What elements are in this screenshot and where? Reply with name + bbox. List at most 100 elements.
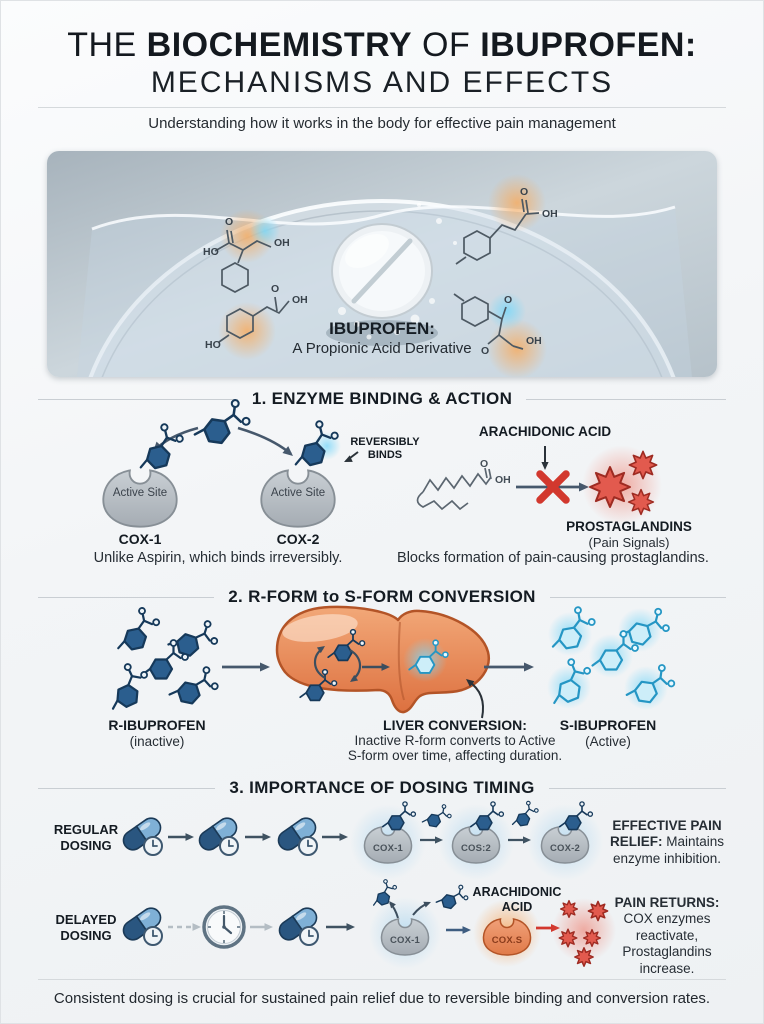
- water-surface: [91, 205, 676, 231]
- cox2-label: COX-2: [276, 531, 320, 547]
- pain-returns-body: COX enzymes reactivate, Prostaglandins i…: [622, 911, 712, 976]
- atom-label: O: [271, 283, 279, 295]
- pain-returns-text: PAIN RETURNS: COX enzymes reactivate, Pr…: [603, 895, 731, 977]
- title-part: OF: [412, 26, 481, 64]
- liver-icon: [275, 605, 491, 714]
- fatty-acid-oh-label: OH: [495, 474, 511, 486]
- r-ibuprofen-cluster: [97, 603, 224, 714]
- section1-diagram: [102, 393, 662, 528]
- atom-label: OH: [526, 335, 542, 347]
- reversibly-line1: REVERSIBLY: [350, 436, 420, 448]
- active-site-label: Active Site: [112, 487, 168, 499]
- pain-returns-bold: PAIN RETURNS:: [614, 895, 720, 910]
- pill-tablet: [326, 223, 438, 346]
- r-ibuprofen-sub: (inactive): [129, 734, 185, 749]
- hero-illustration: HO O OH HO O OH O OH O O OH IBUPROFEN: A…: [47, 151, 717, 377]
- hero-art: HO O OH HO O OH O OH O O OH: [47, 151, 717, 377]
- atom-label: O: [481, 345, 489, 357]
- divider-line: [38, 596, 215, 598]
- section1-header: 1. ENZYME BINDING & ACTION: [38, 389, 727, 409]
- divider-line: [548, 787, 726, 789]
- regular-label-line1: REGULAR: [53, 822, 119, 837]
- capsule-clock-icon: [274, 903, 322, 946]
- divider-line: [38, 787, 216, 789]
- prostaglandin-icon: [627, 488, 655, 516]
- fatty-acid-o-label: O: [480, 458, 489, 470]
- atom-label: O: [225, 216, 233, 228]
- section3-heading: 3. IMPORTANCE OF DOSING TIMING: [229, 778, 535, 797]
- hero-compound-name: IBUPROFEN:: [329, 319, 435, 338]
- section2-diagram: [97, 600, 678, 719]
- footer-note: Consistent dosing is crucial for sustain…: [53, 990, 711, 1007]
- prostaglandins-label: PROSTAGLANDINS: [566, 519, 692, 534]
- liver-conversion-line1: Inactive R-form converts to Active: [354, 733, 556, 748]
- prostaglandin-cluster: [552, 898, 616, 967]
- page-title: THE BIOCHEMISTRY OF IBUPROFEN:: [0, 26, 764, 65]
- header-divider: [38, 107, 726, 108]
- s-ibuprofen-cluster: [540, 600, 678, 710]
- prostaglandin-icon: [628, 450, 658, 480]
- regular-dosing-row: [118, 799, 603, 880]
- capsule-clock-icon: [273, 813, 321, 856]
- reversibly-line2: BINDS: [367, 449, 403, 462]
- ibuprofen-molecule-icon: [192, 393, 254, 448]
- arachidonic2-line1: ARACHIDONIC: [472, 885, 562, 899]
- divider-line: [549, 596, 727, 598]
- capsule-clock-icon: [194, 813, 242, 856]
- section3-header: 3. IMPORTANCE OF DOSING TIMING: [38, 778, 726, 798]
- page-subtitle: Understanding how it works in the body f…: [148, 115, 616, 132]
- section2-header: 2. R-FORM to S-FORM CONVERSION: [38, 587, 727, 607]
- blocked-x-icon: [536, 470, 570, 504]
- chem-structure-tr: [455, 198, 540, 265]
- active-site-label: Active Site: [270, 487, 326, 499]
- footer-divider: [38, 979, 726, 980]
- liver-conversion-line2: S-form over time, affecting duration.: [347, 748, 563, 763]
- arachidonic2-line2: ACID: [501, 900, 533, 915]
- r-ibuprofen-label: R-IBUPROFEN: [108, 717, 206, 733]
- enzyme-label: COX-2: [549, 843, 581, 854]
- chem-structure-br: [453, 293, 524, 350]
- cox1-label: COX-1: [118, 531, 162, 547]
- splash-droplets: [338, 203, 457, 340]
- atom-label: HO: [205, 339, 221, 351]
- atom-label: O: [504, 294, 512, 306]
- delayed-label-line1: DELAYED: [55, 912, 117, 927]
- page-title-line2: MECHANISMS AND EFFECTS: [150, 66, 614, 99]
- s-ibuprofen-sub: (Active): [585, 734, 631, 749]
- arachidonic-acid-label: ARACHIDONIC ACID: [478, 424, 612, 439]
- delayed-label-line2: DOSING: [60, 927, 112, 943]
- liver-conversion-title: LIVER CONVERSION:: [383, 717, 527, 733]
- escaping-molecule-icon: [434, 879, 472, 913]
- atom-label: O: [520, 186, 528, 198]
- hero-atom-labels: HO O OH HO O OH O OH O O OH: [203, 186, 558, 357]
- delayed-dosing-label: DELAYED DOSING: [31, 912, 141, 944]
- section1-heading: 1. ENZYME BINDING & ACTION: [251, 389, 513, 408]
- hero-chem-structures: [214, 198, 540, 350]
- enzyme-label: COS:2: [460, 843, 492, 854]
- enzyme-label-orange: COX.S: [491, 935, 523, 946]
- prostaglandin-icon: [589, 466, 631, 508]
- chem-structure-tl: [214, 229, 272, 293]
- title-part: THE: [67, 26, 147, 64]
- hero-compound-descriptor: A Propionic Acid Derivative: [292, 340, 472, 357]
- reversibly-binds-label: REVERSIBLY BINDS: [341, 436, 429, 463]
- title-part-bold: BIOCHEMISTRY: [146, 26, 413, 64]
- effective-relief-bold: EFFECTIVE PAIN RELIEF:: [609, 818, 722, 850]
- enzyme-label: COX-1: [389, 935, 421, 946]
- divider-line: [526, 398, 727, 400]
- section2-heading: 2. R-FORM to S-FORM CONVERSION: [228, 587, 536, 606]
- regular-label-line2: DOSING: [60, 837, 112, 853]
- chem-structure-bl: [218, 296, 290, 343]
- enzyme-label: COX-1: [372, 843, 404, 854]
- waiting-clock-icon: [202, 905, 246, 949]
- s-ibuprofen-label: S-IBUPROFEN: [559, 717, 657, 733]
- atom-label: OH: [274, 237, 290, 249]
- effective-relief-body: Maintains enzyme inhibition.: [612, 834, 725, 866]
- bound-molecule-icon: [130, 419, 190, 473]
- atom-label: OH: [542, 208, 558, 220]
- effective-relief-text: EFFECTIVE PAIN RELIEF: Maintains enzyme …: [603, 818, 731, 867]
- cox-binding-caption: Unlike Aspirin, which binds irreversibly…: [93, 550, 343, 566]
- blocks-formation-caption: Blocks formation of pain-causing prostag…: [397, 550, 709, 566]
- binding-arrow-right: [237, 426, 292, 455]
